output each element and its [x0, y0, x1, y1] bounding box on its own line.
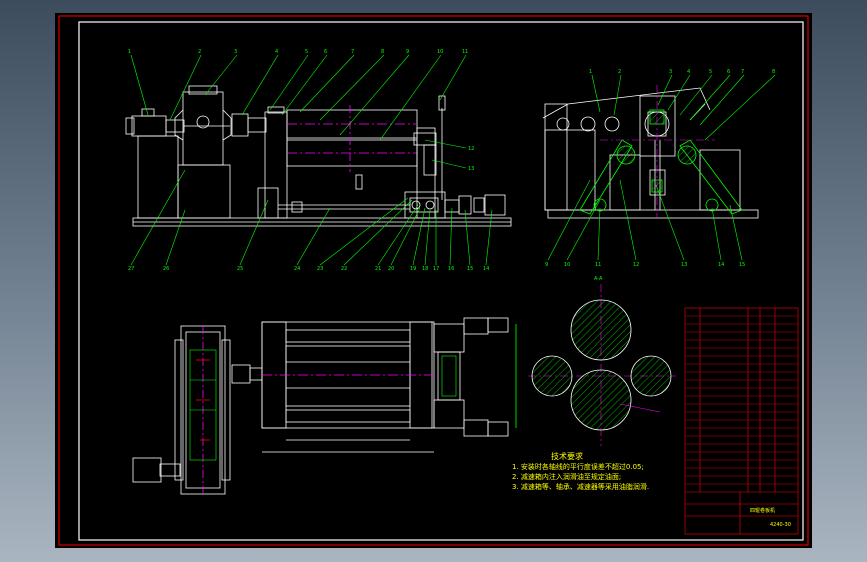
- svg-text:6: 6: [324, 49, 327, 55]
- title-block-rows: [685, 315, 798, 485]
- technical-note-item: 1. 安装时各轴线的平行度误差不超过0.05;: [512, 463, 644, 471]
- svg-text:19: 19: [410, 266, 416, 272]
- title-block: [684, 307, 799, 535]
- svg-text:13: 13: [681, 262, 687, 268]
- svg-text:24: 24: [294, 266, 300, 272]
- svg-text:15: 15: [739, 262, 745, 268]
- svg-text:4: 4: [275, 49, 278, 55]
- front-view-leaders: [130, 54, 493, 266]
- technical-note-item: 2. 减速箱内注入润滑油至规定油面;: [512, 473, 622, 481]
- svg-text:10: 10: [564, 262, 570, 268]
- svg-text:6: 6: [727, 69, 730, 75]
- svg-text:14: 14: [483, 266, 489, 272]
- svg-text:25: 25: [237, 266, 243, 272]
- title-block-drawing-number: 4240-30: [770, 522, 791, 528]
- svg-text:2: 2: [198, 49, 201, 55]
- outer-frame: [58, 15, 809, 546]
- svg-text:8: 8: [381, 49, 384, 55]
- svg-text:9: 9: [406, 49, 409, 55]
- svg-text:20: 20: [388, 266, 394, 272]
- front-view-label-text: 1 2 3 4 5 6 7 8 9 10 11 12 13 14 15 16 1…: [128, 49, 489, 272]
- svg-text:22: 22: [341, 266, 347, 272]
- svg-text:17: 17: [433, 266, 439, 272]
- side-view-label-text: 1 2 3 4 5 6 7 8 9 10 11 12 13 14 15: [545, 69, 775, 268]
- svg-text:1: 1: [589, 69, 592, 75]
- svg-text:3: 3: [234, 49, 237, 55]
- svg-text:5: 5: [305, 49, 308, 55]
- svg-text:5: 5: [709, 69, 712, 75]
- svg-text:7: 7: [741, 69, 744, 75]
- svg-text:10: 10: [437, 49, 443, 55]
- technical-notes: 技术要求 1. 安装时各轴线的平行度误差不超过0.05; 2. 减速箱内注入润滑…: [512, 452, 712, 492]
- svg-text:27: 27: [128, 266, 134, 272]
- svg-text:8: 8: [772, 69, 775, 75]
- inner-frame: [78, 21, 804, 541]
- technical-note-item: 3. 减速箱等、轴承、减速器等采用油脂润滑.: [512, 483, 650, 491]
- svg-text:11: 11: [462, 49, 468, 55]
- svg-text:A-A: A-A: [594, 276, 603, 282]
- svg-text:23: 23: [317, 266, 323, 272]
- svg-text:21: 21: [375, 266, 381, 272]
- svg-text:12: 12: [468, 146, 474, 152]
- section-view: A-A: [528, 276, 676, 446]
- svg-text:4: 4: [687, 69, 690, 75]
- svg-text:16: 16: [448, 266, 454, 272]
- top-view-red-marks: [196, 359, 210, 441]
- svg-text:12: 12: [633, 262, 639, 268]
- svg-text:3: 3: [669, 69, 672, 75]
- svg-text:1: 1: [128, 49, 131, 55]
- side-view-center-lines: [600, 85, 715, 218]
- top-view: [132, 317, 517, 495]
- svg-text:14: 14: [718, 262, 724, 268]
- svg-text:9: 9: [545, 262, 548, 268]
- top-view-details: [189, 349, 457, 461]
- front-view: [125, 85, 512, 227]
- svg-text:18: 18: [422, 266, 428, 272]
- technical-notes-title: 技术要求: [551, 452, 583, 461]
- svg-text:15: 15: [467, 266, 473, 272]
- svg-text:7: 7: [351, 49, 354, 55]
- svg-text:2: 2: [618, 69, 621, 75]
- svg-text:26: 26: [163, 266, 169, 272]
- svg-text:11: 11: [595, 262, 601, 268]
- title-block-name: 四辊卷板机: [750, 507, 775, 514]
- svg-text:13: 13: [468, 166, 474, 172]
- side-view: [542, 87, 759, 219]
- side-view-leaders: [547, 74, 776, 261]
